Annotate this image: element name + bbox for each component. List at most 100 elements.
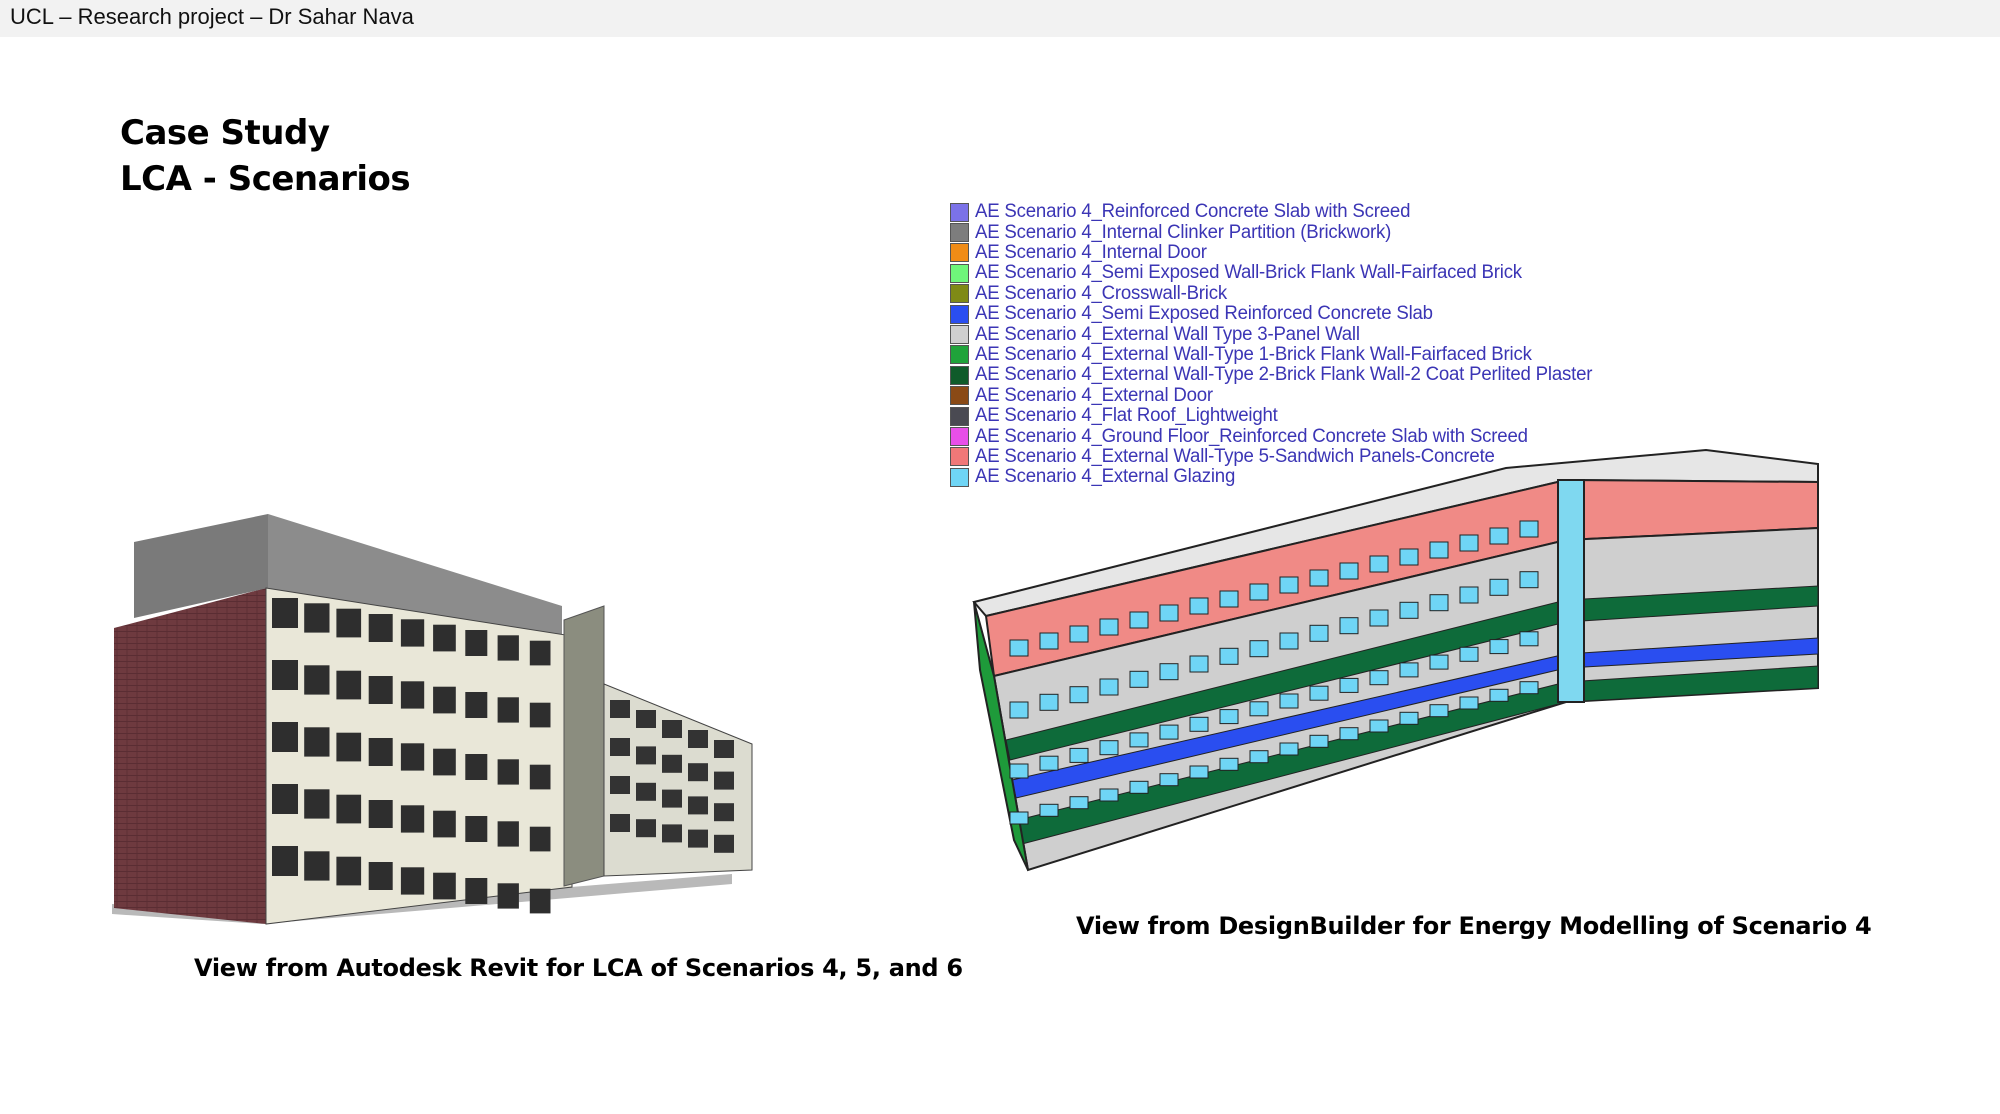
model-window	[1309, 734, 1329, 748]
facade-window	[529, 764, 551, 790]
roof-penthouse	[134, 514, 268, 618]
model-window	[1249, 583, 1269, 601]
model-window	[1339, 617, 1359, 635]
designbuilder-caption: View from DesignBuilder for Energy Model…	[1076, 912, 1872, 940]
facade-window	[336, 608, 362, 638]
model-window	[1219, 647, 1239, 665]
facade-window	[529, 702, 551, 728]
model-window	[1039, 632, 1059, 650]
model-window	[1009, 763, 1029, 779]
wing-window	[714, 771, 734, 790]
facade-window	[272, 660, 298, 690]
model-window	[1099, 618, 1119, 636]
model-window	[1009, 701, 1029, 719]
model-window	[1519, 681, 1539, 695]
facade-window	[272, 784, 298, 814]
facade-window	[497, 821, 519, 847]
legend-item: AE Scenario 4_Crosswall-Brick	[950, 282, 1710, 304]
facade-window	[400, 867, 425, 895]
facade-window	[336, 732, 362, 762]
facade-window	[336, 856, 362, 886]
model-window	[1069, 625, 1089, 643]
model-window	[1279, 632, 1299, 650]
model-window	[1429, 541, 1449, 559]
facade-window	[400, 619, 425, 647]
model-window	[1129, 611, 1149, 629]
legend-item: AE Scenario 4_External Wall-Type 2-Brick…	[950, 364, 1710, 385]
legend-item: AE Scenario 4_External Door	[950, 384, 1710, 406]
legend-label: AE Scenario 4_Semi Exposed Reinforced Co…	[975, 303, 1433, 325]
facade-window	[304, 665, 330, 695]
legend-label: AE Scenario 4_External Wall Type 3-Panel…	[975, 323, 1360, 345]
wing-window	[610, 814, 630, 832]
model-window	[1459, 696, 1479, 710]
facade-window	[465, 878, 488, 904]
wing-window	[636, 746, 656, 765]
model-window	[1489, 527, 1509, 545]
legend-label: AE Scenario 4_Reinforced Concrete Slab w…	[975, 201, 1411, 223]
legend-swatch	[950, 223, 969, 243]
legend-item: AE Scenario 4_Reinforced Concrete Slab w…	[950, 201, 1710, 223]
model-window	[1399, 548, 1419, 566]
model-window	[1129, 732, 1149, 748]
model-window	[1279, 742, 1299, 756]
roof-penthouse-front	[268, 514, 562, 644]
legend-item: AE Scenario 4_External Wall Type 3-Panel…	[950, 323, 1710, 345]
wing-window	[662, 824, 682, 843]
designbuilder-model-view	[972, 448, 1819, 872]
wing-window	[688, 796, 708, 815]
facade-window	[272, 598, 298, 628]
legend-swatch	[950, 426, 969, 446]
model-window	[1129, 670, 1149, 688]
model-window	[1189, 597, 1209, 615]
model-window	[1369, 555, 1389, 573]
legend-swatch	[950, 365, 969, 385]
model-window	[1129, 780, 1149, 794]
model-window	[1009, 811, 1029, 825]
wing-window	[714, 834, 734, 853]
legend-swatch	[950, 345, 969, 365]
model-window	[1339, 562, 1359, 580]
facade-window	[433, 810, 456, 838]
legend-item: AE Scenario 4_Internal Clinker Partition…	[950, 222, 1710, 243]
model-side-wall	[973, 601, 1029, 871]
revit-caption: View from Autodesk Revit for LCA of Scen…	[194, 954, 963, 982]
legend-label: AE Scenario 4_External Wall-Type 5-Sandw…	[975, 445, 1495, 467]
wing-windows	[610, 700, 734, 853]
model-window	[1489, 578, 1509, 596]
legend-item: AE Scenario 4_Internal Door	[950, 241, 1710, 263]
model-window	[1099, 788, 1119, 802]
legend-swatch	[950, 263, 969, 283]
model-window	[1039, 755, 1059, 771]
facade-window	[304, 603, 330, 633]
facade-window	[368, 738, 393, 766]
facade-window	[304, 727, 330, 757]
wing-window	[610, 700, 630, 718]
facade-windows	[272, 598, 551, 914]
model-window	[1249, 750, 1269, 764]
legend-label: AE Scenario 4_Internal Door	[975, 241, 1207, 263]
model-window	[1519, 631, 1539, 647]
facade-window	[529, 826, 551, 852]
model-glazing	[1009, 520, 1539, 825]
facade-window	[368, 676, 393, 704]
legend-label: AE Scenario 4_External Door	[975, 384, 1213, 406]
model-window	[1369, 719, 1389, 733]
revit-building-view	[112, 514, 753, 925]
legend-swatch	[950, 467, 969, 487]
model-window	[1219, 709, 1239, 725]
facade-window	[368, 614, 393, 642]
facade-window	[465, 754, 488, 780]
wing-window	[662, 754, 682, 773]
legend-swatch	[950, 202, 969, 222]
legend-item: AE Scenario 4_External Glazing	[950, 466, 1710, 488]
legend-item: AE Scenario 4_Flat Roof_Lightweight	[950, 405, 1710, 426]
model-window	[1399, 662, 1419, 678]
wing-window	[610, 776, 630, 794]
legend-label: AE Scenario 4_Crosswall-Brick	[975, 282, 1227, 304]
facade-window	[497, 759, 519, 785]
legend-swatch	[950, 386, 969, 406]
facade-window	[497, 883, 519, 909]
legend-label: AE Scenario 4_External Glazing	[975, 466, 1236, 488]
wing-window	[636, 782, 656, 801]
